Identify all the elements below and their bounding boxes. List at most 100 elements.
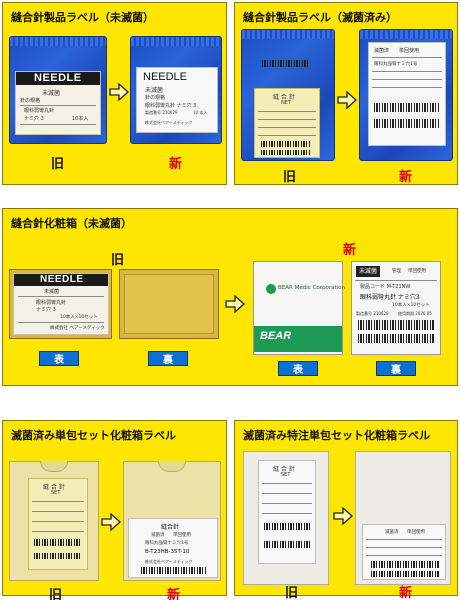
label-line: 滅菌済 xyxy=(374,48,390,54)
barcode xyxy=(371,571,439,577)
divider xyxy=(258,135,316,136)
old-caption: 旧 xyxy=(111,253,125,268)
divider xyxy=(372,87,442,88)
old-custom-set-box-photo: 縫 合 針 SET xyxy=(243,451,329,585)
barcode xyxy=(374,103,440,112)
barcode xyxy=(374,119,440,128)
right-arrow-outline-icon xyxy=(337,91,357,109)
label-line: 株式会社ベアーメディック xyxy=(145,559,193,564)
new-set-label: 縫合針 滅菌済 単回使用 眼科丸強彎ナミ穴1号 B-T23HB-35T-10 株… xyxy=(128,518,218,578)
label-line: ナミ穴 3 xyxy=(24,116,44,122)
divider xyxy=(18,322,104,323)
front-side-button: 表 xyxy=(278,361,318,376)
divider xyxy=(262,483,312,484)
new-box-front-photo: BEAR Medic Corporation BEAR xyxy=(253,261,345,355)
old-sterile-label: 縫 合 針 NET xyxy=(254,88,320,158)
barcode xyxy=(358,334,434,343)
old-set-box-photo: 縫 合 針 SET xyxy=(9,461,99,581)
unsterile-badge: 未滅菌 xyxy=(356,266,380,277)
old-needle-bag-photo: NEEDLE 未滅菌 針の規格 眼科弱彎丸針 ナミ穴 3 10本入 xyxy=(9,36,107,144)
label-line: 10 本入 xyxy=(193,110,208,115)
divider xyxy=(262,493,312,494)
barcode xyxy=(264,541,310,548)
old-caption: 旧 xyxy=(51,157,65,172)
back-side-button: 裏 xyxy=(148,351,188,366)
box-notch xyxy=(40,461,68,472)
barcode xyxy=(358,320,434,330)
box-notch xyxy=(158,461,186,472)
new-caption: 新 xyxy=(167,588,181,600)
new-set-box-photo: 縫合針 滅菌済 単回使用 眼科丸強彎ナミ穴1号 B-T23HB-35T-10 株… xyxy=(123,461,221,581)
right-arrow-outline-icon xyxy=(101,513,121,531)
barcode xyxy=(262,60,310,67)
label-line: 10本入×10セット xyxy=(60,315,98,320)
old-caption: 旧 xyxy=(285,586,299,600)
right-arrow-outline-icon xyxy=(333,507,353,525)
divider xyxy=(372,57,442,58)
divider xyxy=(366,539,442,540)
panel-needle-box-unsterile: 縫合針化粧箱（未滅菌） 旧 新 NEEDLE 未滅菌 眼科弱彎丸針 ナミ穴 3 … xyxy=(2,208,458,386)
barcode xyxy=(34,553,82,559)
barcode xyxy=(264,523,310,530)
needle-banner: NEEDLE xyxy=(16,72,100,85)
label-line: 縫 合 針 xyxy=(273,94,295,101)
label-line: 単回使用 xyxy=(407,530,425,535)
label-line: ナミ穴 3 xyxy=(36,307,56,313)
old-custom-set-label: 縫 合 針 SET xyxy=(258,460,316,564)
divider xyxy=(32,521,84,522)
label-line: 単回使用 xyxy=(408,269,426,274)
label-line: 10本入×10セット xyxy=(392,303,430,308)
divider xyxy=(366,555,442,556)
label-line: 縫 合 針 xyxy=(273,466,295,473)
label-line: 縫合針 xyxy=(161,524,180,531)
old-box-front-photo: NEEDLE 未滅菌 眼科弱彎丸針 ナミ穴 3 10本入×10セット 株式会社 … xyxy=(9,269,112,339)
label-line: 眼科弱彎丸針 ナミ穴 3 xyxy=(145,103,197,109)
label-line: 製造番号 210629 xyxy=(145,110,178,115)
panel-sterile-set-box-label: 滅菌済み単包セット化粧箱ラベル 縫 合 針 SET 縫合針 滅菌済 単回使用 眼… xyxy=(2,420,227,600)
needle-banner: NEEDLE xyxy=(14,274,108,286)
label-line: 未滅菌 xyxy=(145,87,164,94)
new-caption: 新 xyxy=(399,170,413,185)
label-line: 針の規格 xyxy=(20,98,41,104)
divider xyxy=(20,124,96,125)
label-line: 眼科弱彎丸針 xyxy=(24,108,55,114)
label-line: 未滅菌 xyxy=(42,90,61,97)
panel-title: 縫合針化粧箱（未滅菌） xyxy=(11,217,132,230)
label-line: 製造番号 210629 xyxy=(356,311,389,316)
panel-title: 縫合針製品ラベル（未滅菌） xyxy=(11,11,154,24)
panel-title: 滅菌済み単包セット化粧箱ラベル xyxy=(11,429,176,442)
old-caption: 旧 xyxy=(49,588,63,600)
new-custom-set-label: 滅菌済 単回使用 xyxy=(362,524,446,580)
old-set-label: 縫 合 針 SET xyxy=(28,478,88,570)
divider xyxy=(258,111,316,112)
label-line: 眼科弱彎丸針 ナミ穴3 xyxy=(360,294,420,301)
barcode xyxy=(34,539,82,546)
new-caption: 新 xyxy=(169,157,183,172)
barcode xyxy=(141,567,207,574)
divider xyxy=(372,71,442,72)
old-box-back-photo xyxy=(119,269,219,339)
divider xyxy=(355,280,437,281)
back-side-button: 裏 xyxy=(376,361,416,376)
divider xyxy=(258,119,316,120)
label-line: 縫 合 針 xyxy=(43,484,65,491)
new-needle-bag-photo: NEEDLE 未滅菌 針の規格 眼科弱彎丸針 ナミ穴 3 製造番号 210629… xyxy=(130,36,222,144)
box-back-panel xyxy=(124,274,214,334)
new-box-back-photo: 未滅菌 管理 単回使用 製品コード M-T21NW 眼科弱彎丸針 ナミ穴3 10… xyxy=(351,261,441,355)
right-arrow-outline-icon xyxy=(109,83,129,101)
label-line: 眼科丸強彎ナミ穴1号 xyxy=(145,541,189,546)
label-line: SET xyxy=(51,490,61,496)
label-line: 株式会社 ベアーメディック xyxy=(50,326,105,331)
divider xyxy=(32,511,84,512)
panel-needle-label-unsterile: 縫合針製品ラベル（未滅菌） NEEDLE 未滅菌 針の規格 眼科弱彎丸針 ナミ穴… xyxy=(2,2,227,185)
divider xyxy=(366,547,442,548)
green-band xyxy=(254,326,342,352)
label-line: 滅菌済 xyxy=(151,533,165,538)
label-line: 単回使用 xyxy=(399,48,420,54)
new-caption: 新 xyxy=(343,243,357,258)
divider xyxy=(32,531,84,532)
label-line: B-T23HB-35T-10 xyxy=(145,549,190,555)
barcode xyxy=(371,561,439,568)
panel-needle-label-sterile: 縫合針製品ラベル（滅菌済み） 縫 合 針 NET 滅菌済 単回使用 眼科丸強彎ナ… xyxy=(234,2,458,185)
label-line: 滅菌済 xyxy=(385,530,399,535)
